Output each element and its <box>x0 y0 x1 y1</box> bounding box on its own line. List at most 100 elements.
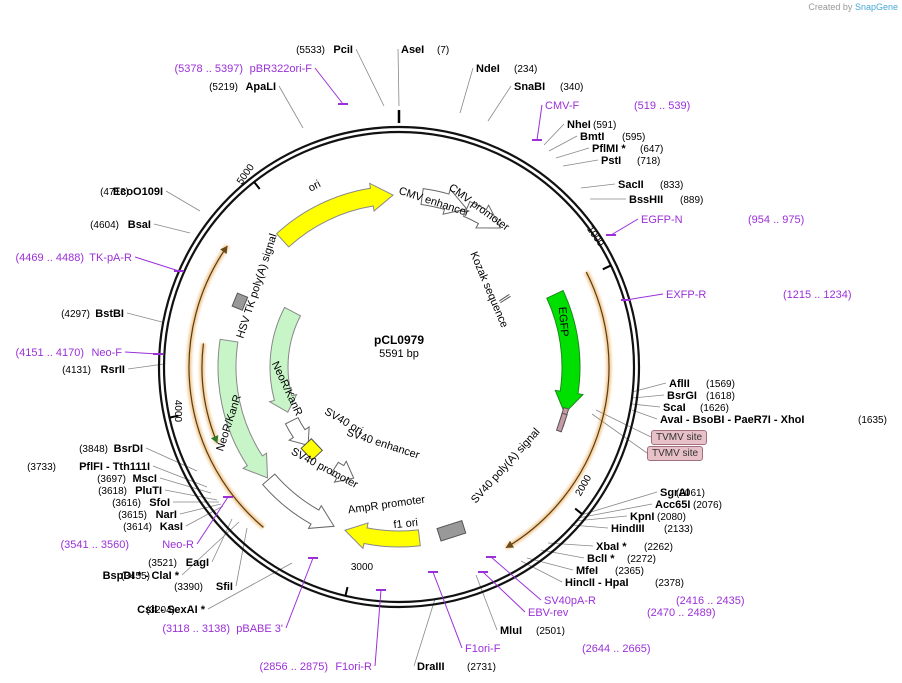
enzyme-label[interactable]: BspDI * - ClaI * <box>103 570 180 582</box>
kozak-label: Kozak sequence <box>467 250 510 330</box>
f1-ori-arrow[interactable] <box>344 522 421 550</box>
enzyme-label[interactable]: EagI <box>186 557 209 569</box>
ampr-promoter-arrow[interactable] <box>330 460 355 483</box>
primer-range: (4151 .. 4170) <box>16 347 85 359</box>
sv40-polya-label: SV40 poly(A) signal <box>469 426 543 506</box>
enzyme-position: (3390) <box>174 582 203 593</box>
enzyme-position: (4131) <box>62 365 91 376</box>
primer-range: (3118 .. 3138) <box>162 623 230 635</box>
enzyme-label[interactable]: SnaBI <box>514 81 545 93</box>
enzyme-label[interactable]: HincII - HpaI <box>565 577 629 589</box>
enzyme-leader <box>126 312 163 323</box>
primer-label[interactable]: EXFP-R <box>666 289 706 301</box>
enzyme-leader <box>580 491 658 516</box>
enzyme-label[interactable]: MscI <box>133 473 157 485</box>
enzyme-label[interactable]: ScaI <box>663 402 686 414</box>
enzyme-label[interactable]: BmtI <box>580 131 604 143</box>
enzyme-label[interactable]: PluTI <box>135 485 162 497</box>
enzyme-position: (2076) <box>693 500 722 511</box>
tvmv-site-badge[interactable]: TVMV site <box>647 446 704 461</box>
primer-label[interactable]: SV40pA-R <box>544 595 596 607</box>
enzyme-label[interactable]: BsrDI <box>114 443 143 455</box>
plasmid-size: 5591 bp <box>379 348 419 360</box>
sv40-enhancer-arrow[interactable] <box>284 416 310 447</box>
primer-label[interactable]: pBR322ori-F <box>250 63 313 75</box>
enzyme-label[interactable]: XbaI * <box>596 541 627 553</box>
ori-label: ori <box>306 178 322 194</box>
primer-label[interactable]: TK-pA-R <box>89 252 132 264</box>
enzyme-label[interactable]: MfeI <box>576 565 598 577</box>
neor-kanr-outer-arrow[interactable] <box>217 338 269 479</box>
sv40-promoter-arrow[interactable] <box>261 473 335 529</box>
enzyme-label[interactable]: NheI <box>567 119 591 131</box>
enzyme-leader <box>185 505 224 527</box>
enzyme-label[interactable]: SgrAI <box>660 487 689 499</box>
tvmv-site-box[interactable] <box>555 412 568 433</box>
enzyme-leader <box>548 135 578 152</box>
primer-range: (5378 .. 5397) <box>175 63 244 75</box>
enzyme-label[interactable]: PciI <box>333 44 353 56</box>
enzyme-label[interactable]: PflFI - Tth111I <box>79 461 150 473</box>
orf-arrowhead <box>505 540 515 548</box>
enzyme-label[interactable]: MluI <box>500 625 522 637</box>
enzyme-label[interactable]: SfiI <box>216 581 233 593</box>
enzyme-label[interactable]: SacII <box>618 179 644 191</box>
primer-label[interactable]: Neo-F <box>91 347 122 359</box>
cmv-promoter-arrow[interactable] <box>462 200 502 229</box>
enzyme-leader <box>179 503 222 515</box>
primer-label[interactable]: EBV-rev <box>528 607 569 619</box>
enzyme-label[interactable]: PflMI * <box>592 143 626 155</box>
enzyme-label[interactable]: AseI <box>401 44 424 56</box>
enzyme-leader <box>577 503 653 519</box>
primer-range: (3541 .. 3560) <box>61 539 130 551</box>
enzyme-label[interactable]: SfoI <box>149 497 170 509</box>
enzyme-position: (1635) <box>858 415 887 426</box>
tick-label: 1000 <box>584 224 606 249</box>
enzyme-label[interactable]: AvaI - BsoBI - PaeR7I - XhoI <box>660 414 804 426</box>
enzyme-label[interactable]: PstI <box>601 155 621 167</box>
sv40-ori-box[interactable] <box>300 438 324 461</box>
enzyme-label[interactable]: BssHII <box>629 194 663 206</box>
enzyme-label[interactable]: RsrII <box>101 364 125 376</box>
primer-label[interactable]: Neo-R <box>162 539 194 551</box>
primer-leader <box>374 589 382 667</box>
sv40-polya-box[interactable] <box>436 520 467 542</box>
enzyme-label[interactable]: KasI <box>160 521 183 533</box>
enzyme-position: (1569) <box>706 379 735 390</box>
primer-label[interactable]: CMV-F <box>545 100 580 112</box>
enzyme-label[interactable]: KpnI <box>630 511 654 523</box>
enzyme-label[interactable]: NarI <box>156 509 177 521</box>
primer-label[interactable]: EGFP-N <box>641 214 683 226</box>
enzyme-label[interactable]: CsiI - SexAI * <box>137 604 206 616</box>
enzyme-label[interactable]: BclI * <box>587 553 615 565</box>
enzyme-label[interactable]: BstBI <box>95 308 124 320</box>
enzyme-position: (4297) <box>61 309 90 320</box>
tick-mark <box>344 586 349 597</box>
hsv-tk-polya-box[interactable] <box>231 292 249 311</box>
enzyme-position: (1626) <box>700 403 729 414</box>
orf-arc-right-core <box>505 271 610 549</box>
enzyme-label[interactable]: EcoO109I <box>113 186 163 198</box>
enzyme-label[interactable]: BsaI <box>128 219 151 231</box>
primer-leader <box>610 218 639 236</box>
primer-range: (4469 .. 4488) <box>16 252 85 264</box>
primer-label[interactable]: F1ori-F <box>465 643 501 655</box>
enzyme-position: (3616) <box>112 498 141 509</box>
enzyme-label[interactable]: HindIII <box>611 523 645 535</box>
primer-label[interactable]: pBABE 3' <box>236 623 283 635</box>
enzyme-leader <box>165 190 201 212</box>
enzyme-label[interactable]: BsrGI <box>667 390 697 402</box>
enzyme-position: (4604) <box>90 220 119 231</box>
credit-prefix: Created by <box>808 2 853 12</box>
ori-arrow[interactable] <box>275 182 394 248</box>
enzyme-label[interactable]: AflII <box>669 378 690 390</box>
neor-kanr-inner-arrow[interactable] <box>268 306 302 413</box>
enzyme-label[interactable]: ApaLI <box>245 81 276 93</box>
enzyme-label[interactable]: DraIII <box>417 661 445 673</box>
enzyme-leader <box>145 447 198 472</box>
tvmv-site-badge[interactable]: TVMV site <box>651 430 708 445</box>
primer-label[interactable]: F1ori-R <box>335 661 372 673</box>
enzyme-label[interactable]: NdeI <box>476 63 500 75</box>
cmv-enhancer-arrow[interactable] <box>420 188 468 215</box>
enzyme-label[interactable]: Acc65I <box>655 499 690 511</box>
